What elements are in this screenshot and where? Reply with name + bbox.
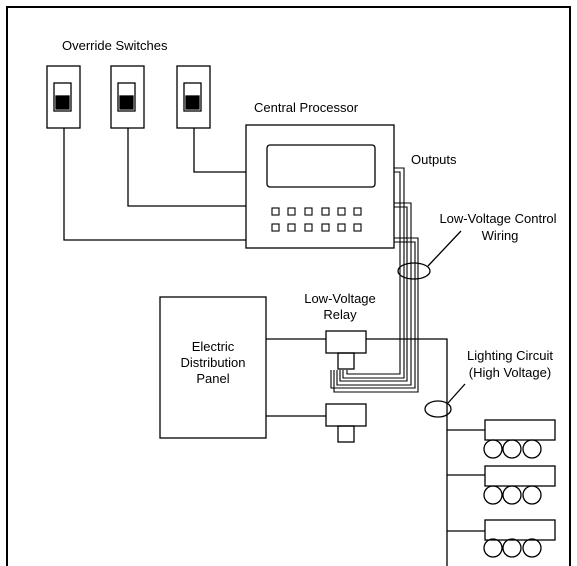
override-switch-1 — [46, 65, 81, 129]
label-electric-panel-line2: Distribution — [180, 355, 246, 370]
switch-1-wire — [63, 128, 246, 241]
label-electric-panel-line3: Panel — [196, 371, 230, 386]
label-lighting-circuit-line1: Lighting Circuit — [467, 348, 553, 363]
override-switch-2 — [110, 65, 145, 129]
switch-3-wire — [193, 128, 246, 173]
label-low-voltage-relay-line2: Relay — [323, 307, 357, 322]
label-lighting-circuit-line2: (High Voltage) — [468, 365, 552, 380]
processor-buttons — [271, 207, 362, 232]
label-override-switches: Override Switches — [62, 38, 168, 53]
light-fixture-1 — [483, 419, 556, 459]
label-central-processor: Central Processor — [254, 100, 359, 115]
label-low-voltage-control-wiring-line1: Low-Voltage Control — [439, 211, 557, 226]
lighting-circuit-marker — [424, 400, 452, 418]
lighting-circuit-leader — [447, 383, 466, 404]
lighting-circuit-line — [366, 338, 448, 566]
electric-distribution-panel — [159, 296, 267, 439]
light-fixture-2 — [483, 465, 556, 505]
light-fixture-3 — [483, 519, 556, 558]
low-voltage-control-wiring — [330, 167, 419, 393]
processor-display — [266, 144, 376, 188]
label-outputs: Outputs — [411, 152, 457, 167]
label-electric-panel-line1: Electric — [191, 339, 235, 354]
control-wiring-leader — [427, 230, 462, 267]
label-low-voltage-relay-line1: Low-Voltage — [304, 291, 376, 306]
relay-2 — [325, 403, 367, 443]
central-processor — [245, 124, 395, 249]
switch-2-wire — [127, 128, 246, 207]
diagram-frame — [6, 6, 571, 566]
low-voltage-relay — [325, 330, 367, 370]
label-low-voltage-control-wiring-line2: Wiring — [481, 228, 519, 243]
control-wiring-bundle-marker — [397, 262, 431, 280]
override-switch-3 — [176, 65, 211, 129]
